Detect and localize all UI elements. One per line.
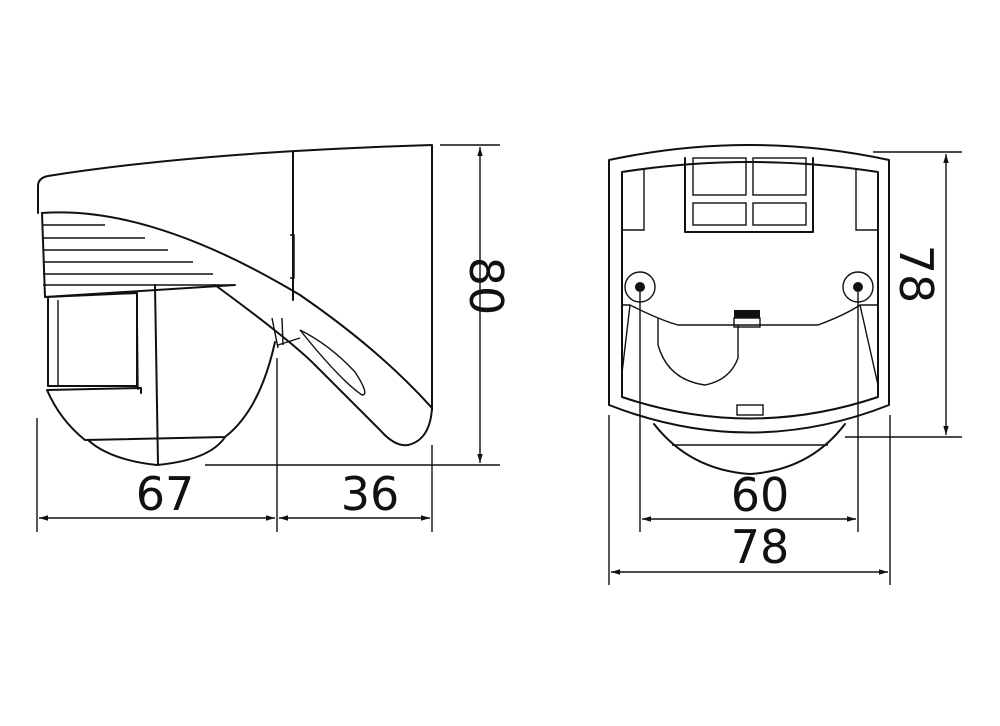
dim-front-67: 67: [136, 467, 195, 521]
side-dimensions: 80 67 36: [36, 144, 513, 532]
dim-height-78: 78: [889, 245, 943, 304]
dim-hole-spacing-60: 60: [731, 468, 790, 522]
mount-hole-right: [853, 282, 863, 292]
lens-ribs: [41, 212, 236, 298]
mount-hole-left: [635, 282, 645, 292]
front-dimensions: 78 60 78: [608, 151, 962, 585]
side-view: [37, 144, 433, 466]
front-view: [608, 144, 890, 475]
dim-height-80: 80: [459, 257, 513, 316]
dim-width-78: 78: [731, 520, 790, 574]
dim-back-36: 36: [341, 467, 400, 521]
